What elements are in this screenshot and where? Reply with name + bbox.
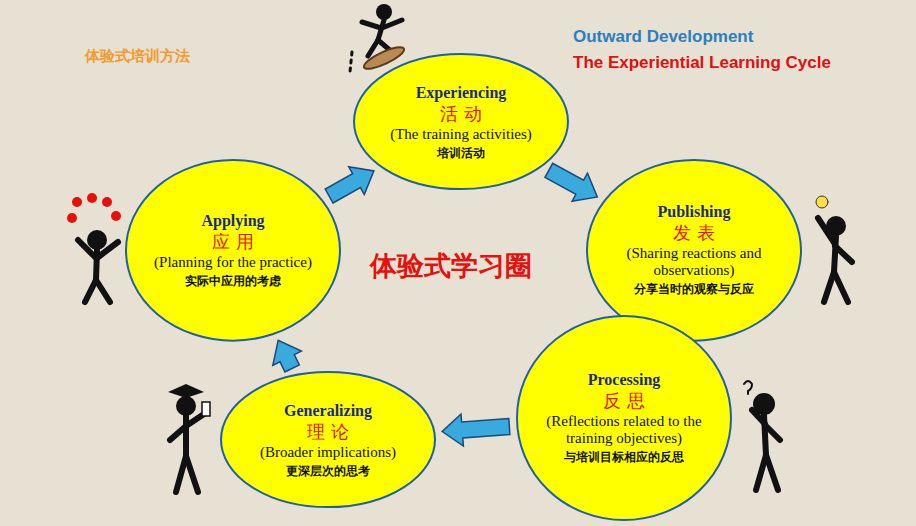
chinese-note: 分享当时的观察与反应 bbox=[605, 281, 783, 297]
chinese-title: 发 表 bbox=[605, 221, 783, 245]
chinese-title: 反 思 bbox=[535, 389, 713, 413]
node-description: (The training activities) bbox=[372, 126, 550, 143]
node-description: (Sharing reactions and observations) bbox=[605, 245, 783, 279]
cycle-ellipse: Publishing发 表(Sharing reactions and obse… bbox=[585, 158, 803, 343]
cycle-ellipse: Generalizing理 论(Broader implications) 更深层… bbox=[219, 370, 437, 509]
chinese-title: 应 用 bbox=[144, 230, 322, 254]
idea-figure bbox=[816, 196, 852, 302]
corner-title: 体验式培训方法 bbox=[85, 47, 190, 66]
block-arrow bbox=[325, 167, 374, 203]
chinese-title: 活 动 bbox=[372, 102, 550, 126]
node-heading: Processing bbox=[535, 370, 713, 389]
chinese-note: 与培训目标相应的反思 bbox=[535, 449, 713, 465]
node-description: (Broader implications) bbox=[239, 444, 417, 461]
chinese-note: 更深层次的思考 bbox=[239, 463, 417, 479]
node-heading: Experiencing bbox=[372, 83, 550, 102]
chinese-note: 培训活动 bbox=[372, 145, 550, 161]
juggler bbox=[67, 193, 121, 302]
block-arrow bbox=[545, 163, 597, 201]
block-arrow bbox=[442, 414, 510, 446]
header-subtitle: The Experiential Learning Cycle bbox=[573, 53, 831, 73]
skateboarder bbox=[350, 4, 406, 73]
cycle-ellipse: Experiencing活 动(The training activities)… bbox=[352, 52, 570, 191]
chinese-title: 理 论 bbox=[239, 420, 417, 444]
graduate-figure bbox=[168, 384, 210, 492]
node-heading: Applying bbox=[144, 211, 322, 230]
thinking-figure bbox=[744, 381, 780, 490]
node-description: (Reflections related to the training obj… bbox=[535, 413, 713, 447]
node-description: (Planning for the practice) bbox=[144, 254, 322, 271]
node-heading: Publishing bbox=[605, 202, 783, 221]
cycle-ellipse: Processing反 思(Reflections related to the… bbox=[515, 314, 733, 522]
chinese-note: 实际中应用的考虑 bbox=[144, 273, 322, 289]
block-arrow bbox=[273, 340, 302, 372]
header-title: Outward Development bbox=[573, 27, 753, 47]
center-title: 体验式学习圈 bbox=[370, 248, 532, 284]
node-heading: Generalizing bbox=[239, 401, 417, 420]
cycle-ellipse: Applying应 用(Planning for the practice) 实际… bbox=[124, 158, 342, 343]
